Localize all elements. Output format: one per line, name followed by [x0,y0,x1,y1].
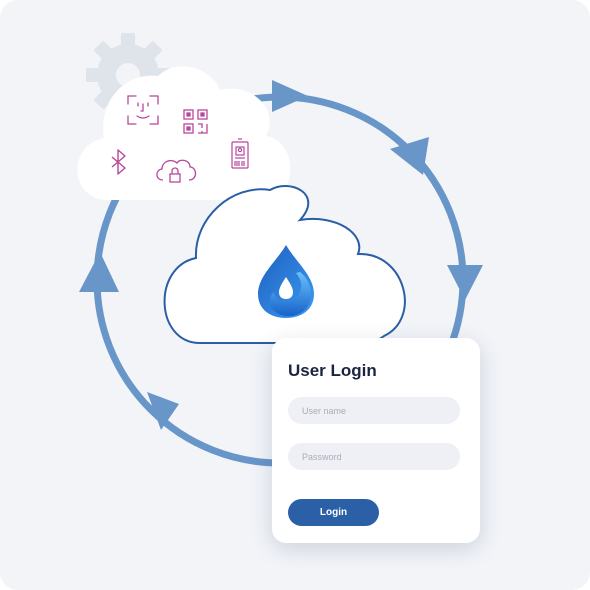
droplet-logo-icon [258,245,314,318]
arrow-top-icon [272,80,308,112]
cloud-lock-icon [156,159,197,183]
bluetooth-icon [111,149,126,175]
gear-icon [86,33,170,117]
login-button[interactable]: Login [288,499,379,526]
arrow-right-icon [447,265,483,300]
qr-code-icon [183,109,208,134]
username-input[interactable] [288,397,460,424]
arrow-upper-right-icon [390,137,429,175]
login-title: User Login [288,361,377,380]
face-id-icon [127,95,159,125]
arrow-left-icon [79,252,119,292]
id-badge-icon [231,138,249,169]
password-input[interactable] [288,443,460,470]
arrow-lower-left-icon [147,392,179,430]
login-card: User Login Login [272,338,480,543]
